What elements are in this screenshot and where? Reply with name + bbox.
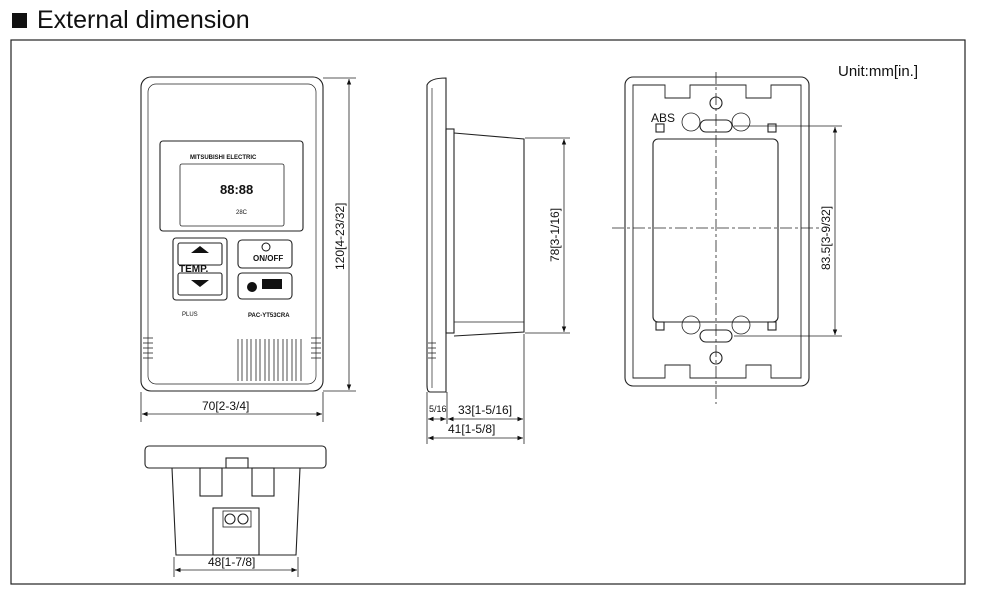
side-front-shell [426, 77, 447, 393]
onoff-button[interactable] [237, 239, 293, 269]
bottom-body [171, 467, 301, 556]
section-heading: External dimension [12, 4, 250, 36]
logo-text: PLUS [182, 312, 198, 318]
total-depth-label: 41[1-5/8] [448, 422, 495, 436]
display-window [159, 140, 304, 232]
up-arrow-icon [191, 246, 209, 253]
brand-text: MITSUBISHI ELECTRIC [190, 155, 257, 161]
bottom-housing-face [144, 445, 327, 469]
back-opening [652, 138, 779, 323]
side-height-label: 78[3-1/16] [548, 208, 562, 262]
terminal-block [212, 507, 260, 556]
back-inner-outline [632, 84, 802, 379]
temp-button-frame [172, 237, 228, 301]
bottom-dimension-lines [173, 557, 299, 577]
side-body [453, 132, 525, 337]
terminal-screws [222, 510, 252, 528]
bottom-clip-right [251, 467, 275, 497]
mounting-pitch-label: 83.5[3-9/32] [819, 206, 833, 270]
down-arrow-icon [191, 280, 209, 287]
front-housing [140, 76, 324, 392]
front-width-label: 70[2-3/4] [202, 399, 249, 413]
lcd-digits: 88:88 [220, 182, 253, 197]
lcd-temp: 28C [236, 210, 248, 216]
front-inner-edge [147, 83, 317, 385]
front-vents [237, 339, 302, 381]
side-grip-right [311, 337, 321, 359]
lcd-panel [179, 163, 285, 227]
back-depth-label: 33[1-5/16] [458, 403, 512, 417]
bottom-clip-left [199, 467, 223, 497]
power-icon [261, 242, 271, 252]
onoff-label: ON/OFF [253, 254, 283, 263]
fan-speed-icon [262, 279, 282, 289]
bottom-tab [225, 457, 249, 469]
side-flange [445, 128, 455, 334]
temp-label: TEMP. [179, 264, 208, 275]
front-height-label: 120[4-23/32] [333, 203, 347, 270]
page-title: External dimension [37, 5, 250, 34]
back-housing [624, 76, 810, 387]
front-dimension-lines [140, 77, 356, 422]
back-center-lines [612, 72, 820, 404]
bottom-width-label: 48[1-7/8] [208, 555, 255, 569]
material-label: ABS [651, 111, 675, 125]
side-dimension-lines [426, 137, 570, 444]
model-label: PAC-YT53CRA [248, 313, 290, 319]
fan-button[interactable] [237, 272, 293, 300]
temp-down-button[interactable] [177, 272, 223, 296]
temp-up-button[interactable] [177, 242, 223, 266]
unit-label: Unit:mm[in.] [838, 63, 918, 80]
heading-bullet-icon [12, 12, 27, 28]
drawing-frame [10, 39, 966, 585]
front-view [140, 76, 324, 392]
side-grip [428, 342, 436, 359]
front-depth-label: 5/16 [429, 404, 447, 414]
fan-icon [247, 282, 257, 292]
side-grip-left [143, 337, 153, 359]
bottom-view [144, 445, 327, 556]
back-dimension-lines [734, 125, 842, 337]
side-view [426, 77, 525, 393]
